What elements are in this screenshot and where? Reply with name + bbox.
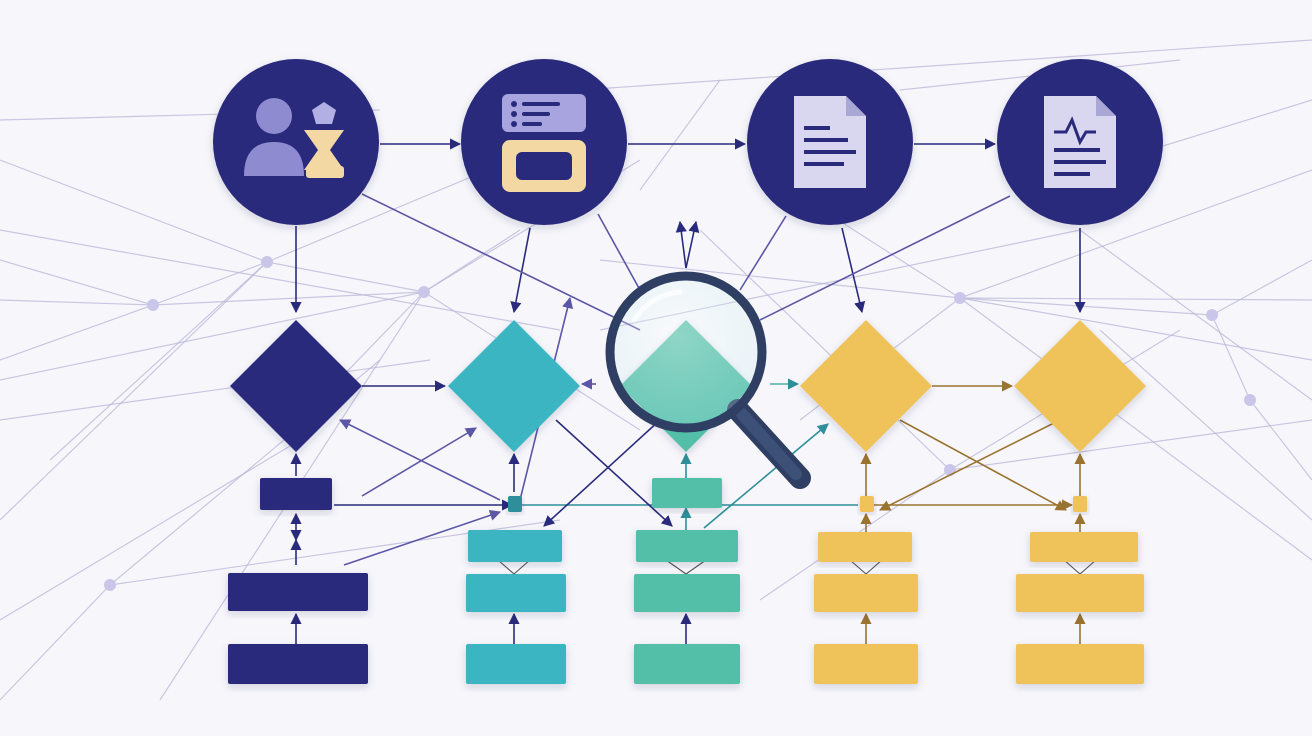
web-line xyxy=(599,259,961,299)
connector-arrow xyxy=(510,227,531,314)
web-line xyxy=(0,259,154,306)
web-node xyxy=(418,286,430,298)
web-line xyxy=(0,299,154,306)
connector-arrow xyxy=(865,559,883,575)
connector-arrow xyxy=(361,193,641,331)
decision-diamond xyxy=(230,320,362,452)
web-line xyxy=(639,79,721,191)
web-line xyxy=(959,297,1213,316)
connector-arrow xyxy=(543,419,661,527)
web-node xyxy=(954,292,966,304)
process-box xyxy=(466,644,566,684)
magnifying-glass-icon xyxy=(605,271,811,489)
connector-arrow xyxy=(1079,559,1097,575)
decision-diamond xyxy=(1014,320,1146,452)
web-line xyxy=(0,584,111,701)
web-line xyxy=(152,291,425,306)
web-node xyxy=(261,256,273,268)
connector-arrow xyxy=(597,213,641,291)
process-box xyxy=(818,532,912,562)
panel-list-screen-icon xyxy=(502,94,586,192)
web-line xyxy=(423,229,521,293)
process-box xyxy=(1016,644,1144,684)
web-line xyxy=(0,439,301,621)
process-box xyxy=(652,478,722,508)
web-line xyxy=(0,159,268,263)
connector-arrow xyxy=(878,419,1061,511)
web-line xyxy=(959,169,1312,299)
web-line xyxy=(0,261,268,521)
connector-arrow xyxy=(849,559,867,575)
flowchart-shapes xyxy=(213,59,1163,684)
web-node xyxy=(1206,309,1218,321)
connector-arrow xyxy=(703,423,829,529)
process-box xyxy=(814,644,918,684)
web-line xyxy=(1211,314,1251,401)
web-node xyxy=(147,299,159,311)
circle-icons xyxy=(244,94,1116,192)
web-line xyxy=(699,229,951,471)
process-box xyxy=(228,644,368,684)
web-line xyxy=(0,359,431,421)
connector-arrow xyxy=(739,215,787,291)
web-line xyxy=(959,297,1312,301)
connector-arrow xyxy=(497,559,515,575)
connector-arrow xyxy=(555,419,673,527)
connector-arrow xyxy=(899,419,1067,511)
connector-arrow xyxy=(361,427,477,497)
connector-arrow xyxy=(665,559,687,575)
web-line xyxy=(949,419,1312,471)
web-line xyxy=(1249,399,1312,481)
process-box xyxy=(468,530,562,562)
web-line xyxy=(1079,229,1312,401)
process-box xyxy=(1016,574,1144,612)
web-line xyxy=(1099,329,1312,521)
user-group-funnel-icon xyxy=(244,98,344,178)
junction-node xyxy=(1073,496,1087,512)
process-box xyxy=(634,644,740,684)
web-line xyxy=(0,291,425,381)
web-line xyxy=(0,304,154,361)
web-node xyxy=(104,579,116,591)
connector-arrow xyxy=(675,220,687,269)
junction-node xyxy=(860,496,874,512)
process-box xyxy=(228,573,368,611)
connector-arrow xyxy=(343,509,502,566)
web-node xyxy=(1244,394,1256,406)
connector-arrow xyxy=(1063,559,1081,575)
connector-arrow xyxy=(685,220,700,269)
process-box xyxy=(466,574,566,612)
web-line xyxy=(1149,99,1312,151)
connector-arrow xyxy=(841,227,866,314)
process-box xyxy=(634,574,740,612)
web-line xyxy=(579,39,1312,91)
decision-diamond xyxy=(448,320,580,452)
process-box xyxy=(1030,532,1138,562)
decision-diamond xyxy=(800,320,932,452)
web-line xyxy=(152,261,268,306)
web-line xyxy=(0,229,561,331)
background-network-web xyxy=(0,39,1312,701)
connector-arrow xyxy=(513,559,531,575)
document-chart-icon xyxy=(1044,96,1116,188)
web-line xyxy=(266,261,425,293)
connector-arrow xyxy=(685,559,707,575)
web-line xyxy=(49,261,268,461)
process-box xyxy=(636,530,738,562)
web-line xyxy=(1211,259,1312,316)
process-box xyxy=(814,574,918,612)
web-line xyxy=(959,297,1312,361)
process-box xyxy=(260,478,332,510)
web-line xyxy=(959,297,1312,561)
connector-arrow xyxy=(338,419,501,501)
document-lines-icon xyxy=(794,96,866,188)
junction-node xyxy=(508,496,522,512)
connector-arrow xyxy=(759,195,1011,321)
process-circle xyxy=(213,59,379,225)
